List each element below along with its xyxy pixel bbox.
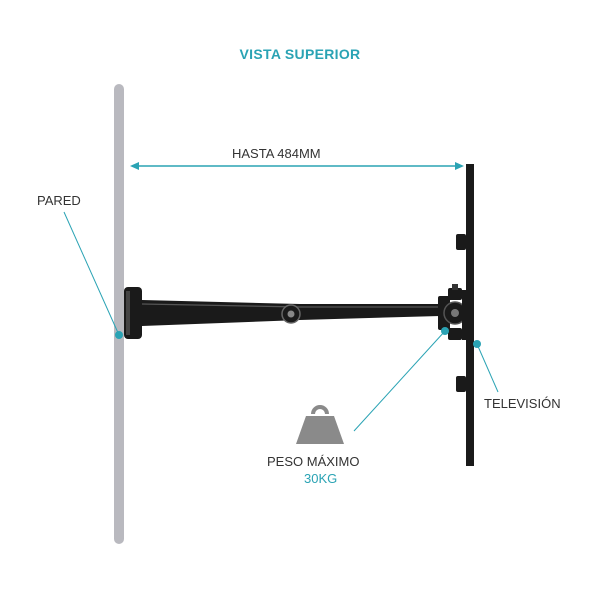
tilt-head [438,284,468,340]
swivel-arm [141,300,440,326]
weight-callout-dot [441,327,449,335]
dimension-arrow [130,162,464,170]
tv-callout-dot [473,340,481,348]
dimension-label: HASTA 484MM [232,146,321,161]
page-title: VISTA SUPERIOR [239,46,361,62]
wall [114,84,124,544]
callout-lines [63,211,499,432]
weight-icon [296,405,344,444]
wall-plate [124,287,142,339]
max-weight-label: PESO MÁXIMO [267,454,360,469]
wall-callout-dot [115,331,123,339]
tv-panel [456,164,474,466]
tv-label: TELEVISIÓN [484,396,561,411]
wall-label: PARED [37,193,81,208]
max-weight-value: 30KG [304,471,338,486]
